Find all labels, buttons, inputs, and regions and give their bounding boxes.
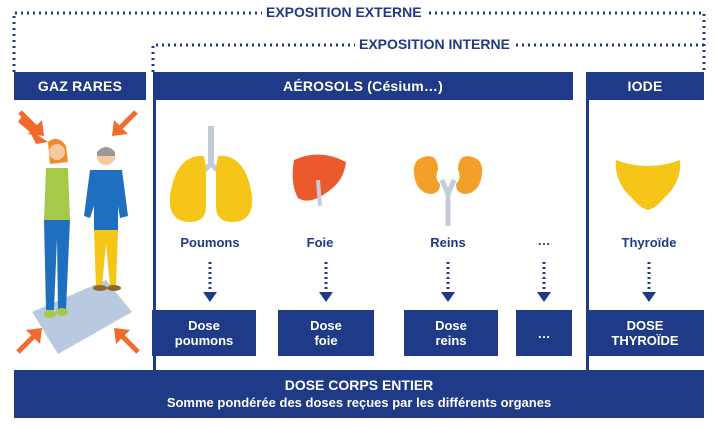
dose-box-thyroide: DOSE THYROÏDE [586, 310, 704, 356]
dose-line1: Dose [310, 318, 342, 333]
man-figure-icon [84, 147, 128, 291]
dose-corps-entier-bar: DOSE CORPS ENTIER Somme pondérée des dos… [14, 370, 704, 418]
orange-arrow-top-right-icon [112, 110, 138, 136]
dotted-arrow-down-icon [203, 262, 217, 302]
dose-line2: reins [435, 333, 467, 348]
aerosols-header: AÉROSOLS (Césium…) [153, 72, 573, 100]
liver-icon [292, 154, 346, 207]
aerosols-left-divider [153, 100, 156, 370]
thyroid-icon [615, 160, 681, 210]
dose-line2: THYROÏDE [611, 333, 679, 348]
dose-box-poumons: Dose poumons [152, 310, 256, 356]
dose-box-foie: Dose foie [278, 310, 374, 356]
exposition-interne-label: EXPOSITION INTERNE [355, 36, 514, 52]
orange-arrow-bottom-left-icon [16, 328, 42, 354]
dose-line1: DOSE [626, 318, 664, 333]
dose-line1: … [537, 325, 551, 341]
organ-label-reins: Reins [430, 235, 466, 250]
iode-left-divider [586, 100, 589, 370]
dose-line2: foie [314, 333, 338, 348]
kidneys-icon [413, 156, 483, 226]
organ-label-foie: Foie [306, 235, 334, 250]
lungs-icon [169, 126, 253, 222]
dose-box-ellipsis: … [516, 310, 572, 356]
footer-subtitle: Somme pondérée des doses reçues par les … [166, 395, 552, 410]
iode-header: IODE [586, 72, 704, 100]
dotted-arrow-down-icon [441, 262, 455, 302]
footer-title: DOSE CORPS ENTIER [284, 377, 434, 393]
dotted-arrow-down-icon [537, 262, 551, 302]
gaz-rares-header: GAZ RARES [14, 72, 146, 100]
dose-box-reins: Dose reins [404, 310, 498, 356]
dotted-arrow-down-icon [642, 262, 656, 302]
orange-arrow-bottom-right-icon [114, 328, 140, 354]
organ-label-ellipsis: … [537, 233, 551, 248]
organ-label-poumons: Poumons [180, 235, 240, 250]
dose-line2: poumons [174, 333, 234, 348]
orange-arrow-top-left-icon [18, 110, 44, 136]
woman-figure-icon [44, 138, 70, 318]
exposition-externe-label: EXPOSITION EXTERNE [262, 4, 426, 20]
dose-line1: Dose [188, 318, 220, 333]
dotted-arrow-down-icon [319, 262, 333, 302]
dose-line1: Dose [435, 318, 467, 333]
organ-label-thyroide: Thyroïde [621, 235, 677, 250]
